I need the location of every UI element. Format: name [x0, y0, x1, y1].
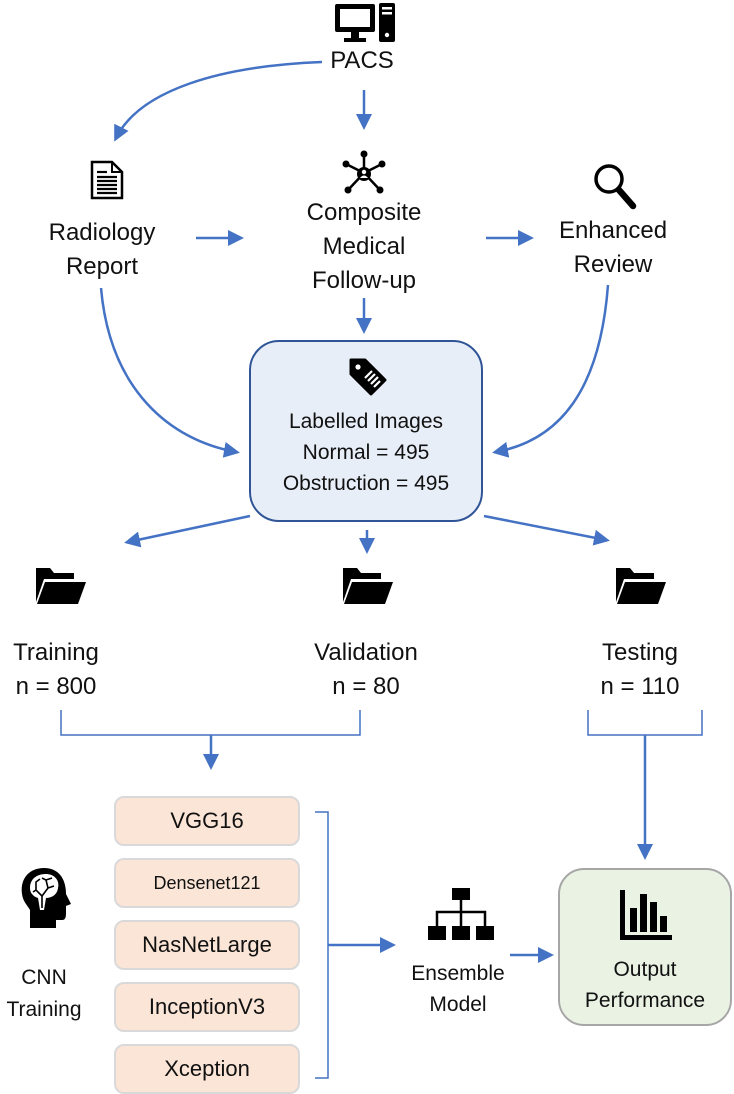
bar-chart-icon	[620, 890, 672, 940]
network-icon	[342, 150, 386, 194]
model-densenet121: Densenet121	[114, 858, 300, 908]
arrow-labelled-to-testing	[483, 514, 610, 546]
folder-icon	[36, 568, 86, 604]
model-xception: Xception	[114, 1044, 300, 1094]
document-icon	[90, 160, 124, 200]
arrow-report-to-labelled	[99, 287, 240, 458]
bracket-models	[315, 811, 329, 1079]
training-label: Training n = 800	[13, 639, 99, 700]
arrow-pacs-to-report	[114, 60, 323, 142]
computer-icon	[335, 3, 395, 42]
output-performance-box: Output Performance	[558, 868, 732, 1026]
folder-icon	[616, 568, 666, 604]
testing-label: Testing n = 110	[600, 639, 680, 700]
validation-label: Validation n = 80	[314, 639, 418, 700]
normal-count: Normal = 495	[302, 441, 430, 464]
labelled-images-text: Labelled Images Normal = 495 Obstruction…	[251, 406, 481, 499]
hierarchy-icon	[428, 888, 494, 940]
bracket-train-val	[60, 710, 361, 736]
model-vgg16: VGG16	[114, 796, 300, 846]
folder-icon	[343, 568, 393, 604]
labelled-images-title: Labelled Images	[288, 410, 444, 433]
bracket-testing	[587, 710, 703, 736]
brain-head-icon	[21, 868, 72, 928]
cnn-training-label: CNN Training	[6, 966, 82, 1021]
arrow-labelled-to-training	[124, 514, 251, 548]
model-inceptionv3: InceptionV3	[114, 982, 300, 1032]
labelled-images-box: Labelled Images Normal = 495 Obstruction…	[249, 340, 483, 522]
ensemble-model-label: Ensemble Model	[411, 962, 505, 1016]
composite-followup-label: Composite Medical Follow-up	[306, 199, 422, 294]
model-nasnetlarge: NasNetLarge	[114, 920, 300, 970]
tag-icon	[349, 358, 387, 396]
output-performance-label: Output Performance	[584, 958, 706, 1012]
magnifier-icon	[594, 164, 637, 210]
enhanced-review-label: Enhanced Review	[558, 217, 668, 278]
obstruction-count: Obstruction = 495	[282, 472, 450, 495]
arrow-review-to-labelled	[492, 284, 610, 458]
radiology-report-label: Radiology Report	[48, 219, 156, 280]
pacs-label: PACS	[330, 47, 394, 74]
